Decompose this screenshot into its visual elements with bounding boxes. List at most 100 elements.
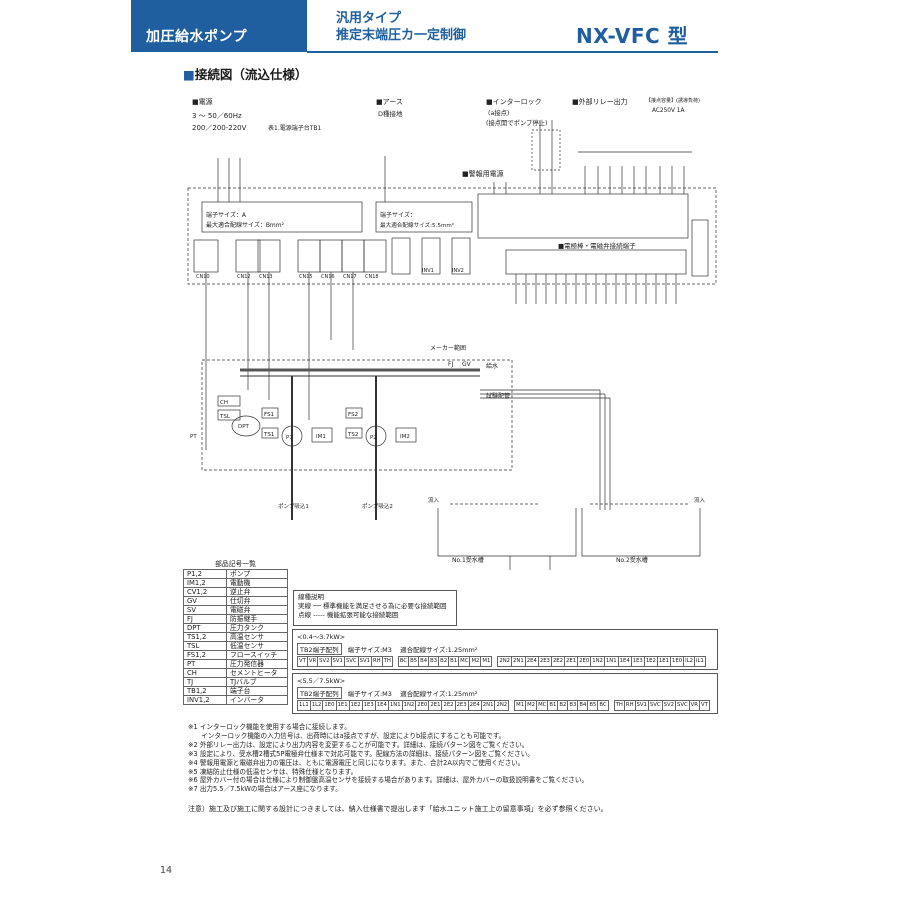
terminal-cell: 1E1 bbox=[335, 700, 350, 711]
subtitle: 汎用タイプ 推定末端圧カ一定制御 bbox=[336, 10, 466, 44]
part-name: 低温センサ bbox=[226, 641, 288, 651]
power-spec1: 3 ～ 50／60Hz bbox=[192, 112, 242, 120]
interlock-sub2: (接点開でポンプ停止) bbox=[486, 118, 547, 127]
terminal-cell: 1E2 bbox=[348, 700, 363, 711]
part-code: SV bbox=[183, 605, 227, 615]
supply-label: 給水 bbox=[486, 362, 498, 370]
earth-box-line2: 最大適合配線サイズ:5.5mm² bbox=[380, 221, 454, 229]
tb2-large-spec: TB2端子配列 端子サイズ:M3 適合配線サイズ:1.25mm² bbox=[293, 686, 717, 700]
caution-note: 注意）施工及び施工に関する設計につきましては、納入仕様書で提出します「給水ユニッ… bbox=[188, 805, 608, 813]
part-code: GV bbox=[183, 596, 227, 606]
tank2-label: No.2受水槽 bbox=[616, 556, 648, 564]
interlock-sub1: (a接点) bbox=[488, 108, 509, 117]
part-name: インバータ bbox=[226, 695, 288, 705]
inflow-right-label: 流入 bbox=[694, 496, 706, 504]
terminal-cell: 1L1 bbox=[297, 700, 311, 711]
header-rule bbox=[307, 51, 718, 53]
part-code: INV1,2 bbox=[183, 695, 227, 705]
terminal-cell: 1E4 bbox=[617, 656, 632, 667]
gv-label: GV bbox=[462, 361, 472, 368]
power-title: ■電源 bbox=[192, 97, 213, 106]
part-name: 逆止弁 bbox=[226, 587, 288, 597]
terminal-cell: 1N2 bbox=[590, 656, 605, 667]
tsl-label: TSL bbox=[219, 414, 231, 420]
part-name: フロースイッチ bbox=[226, 650, 288, 660]
tank1-label: No.1受水槽 bbox=[452, 556, 484, 564]
part-code: FS1,2 bbox=[183, 650, 227, 660]
terminal-cell: SVC bbox=[343, 656, 359, 667]
terminal-cell: 1E2 bbox=[643, 656, 658, 667]
earth-box-line1: 端子サイズ： bbox=[380, 211, 416, 219]
line-legend: 線種説明 実線 ── 標準機能を満足させる為に必要な接続範囲 点線 ----- … bbox=[293, 590, 457, 626]
footnote-line: ※7 出力5.5／7.5kWの場合はアース座になります。 bbox=[188, 785, 342, 794]
part-name: TJバルブ bbox=[226, 677, 288, 687]
inv1-label: INV1 bbox=[422, 268, 434, 274]
terminal-cell: 1E3 bbox=[630, 656, 645, 667]
motor1-label: IM1 bbox=[316, 434, 326, 440]
part-name: 端子台 bbox=[226, 686, 288, 696]
terminal-cell: 2E2 bbox=[441, 700, 456, 711]
cn17-label: CN17 bbox=[343, 274, 357, 280]
part-code: FJ bbox=[183, 614, 227, 624]
terminal-cell: 1E3 bbox=[361, 700, 376, 711]
terminal-cell: SVC bbox=[674, 700, 690, 711]
terminal-cell: 2E0 bbox=[415, 700, 430, 711]
terminal-cell: 2N2 bbox=[494, 700, 510, 711]
terminal-cell: 1E0 bbox=[322, 700, 337, 711]
cn16-label: CN16 bbox=[321, 274, 335, 280]
model-name: NX-VFC 型 bbox=[576, 24, 689, 48]
electrode-title: ■電極棒・電磁弁接続端子 bbox=[558, 241, 636, 250]
terminal-cell: VT bbox=[698, 700, 710, 711]
pt-label: PT bbox=[190, 434, 197, 440]
footnote-line: インターロック機能の入力信号は、出荷時にはa接点ですが、設定によりb接点にするこ… bbox=[188, 731, 506, 740]
terminal-cell: 1E4 bbox=[374, 700, 389, 711]
terminal-cell: SV1 bbox=[330, 656, 345, 667]
subtitle-line2: 推定末端圧カ一定制御 bbox=[336, 28, 467, 43]
part-name: セメントヒータ bbox=[226, 668, 288, 678]
category-banner: 加圧給水ポンプ bbox=[131, 0, 307, 52]
inflow-left-label: 流入 bbox=[428, 496, 440, 504]
bullet-square-icon: ■ bbox=[183, 67, 195, 82]
tb2-small-box: <0.4～3.7kW> TB2端子配列 端子サイズ:M3 適合配線サイズ:1.2… bbox=[292, 629, 718, 670]
tb1-line2: 最大適合配線サイズ：Bmm² bbox=[206, 221, 285, 229]
part-name: 電動機 bbox=[226, 578, 288, 588]
footnote-line: ※2 外部リレー出力は、設定により出力内容を変更することが可能です。詳細は、接続… bbox=[188, 740, 529, 749]
part-name: 圧力発信器 bbox=[226, 659, 288, 669]
relay-title: ■外部リレー出力 bbox=[572, 97, 628, 106]
cn18-label: CN18 bbox=[365, 274, 379, 280]
relay-contact-cap: 【接点容量】(誘導負荷) bbox=[646, 97, 700, 104]
footnotes: ※1 インターロック機能を使用する場合に接続します。 インターロック機能の入力信… bbox=[188, 723, 718, 794]
part-code: P1,2 bbox=[183, 569, 227, 579]
relay-contact-rating: AC250V 1A bbox=[652, 108, 684, 114]
terminal-cell: 2N1 bbox=[480, 700, 496, 711]
motor2-label: IM2 bbox=[400, 434, 410, 440]
part-code: TB1,2 bbox=[183, 686, 227, 696]
terminal-cell: 2E1 bbox=[564, 656, 579, 667]
legend-solid: 実線 ── 標準機能を満足させる為に必要な接続範囲 bbox=[298, 602, 447, 610]
control-box-outline bbox=[187, 187, 717, 285]
alarm-power-title: ■警報用電源 bbox=[462, 169, 504, 178]
terminal-cell: BC bbox=[597, 700, 609, 711]
category-label: 加圧給水ポンプ bbox=[146, 29, 248, 45]
subtitle-line1: 汎用タイプ bbox=[336, 11, 402, 26]
part-name: 仕切弁 bbox=[226, 596, 288, 606]
part-code: DPT bbox=[183, 623, 227, 633]
part-code: TSL bbox=[183, 641, 227, 651]
terminal-cell: M1 bbox=[480, 656, 493, 667]
part-code: TS1,2 bbox=[183, 632, 227, 642]
terminal-cell: IL1 bbox=[693, 656, 706, 667]
